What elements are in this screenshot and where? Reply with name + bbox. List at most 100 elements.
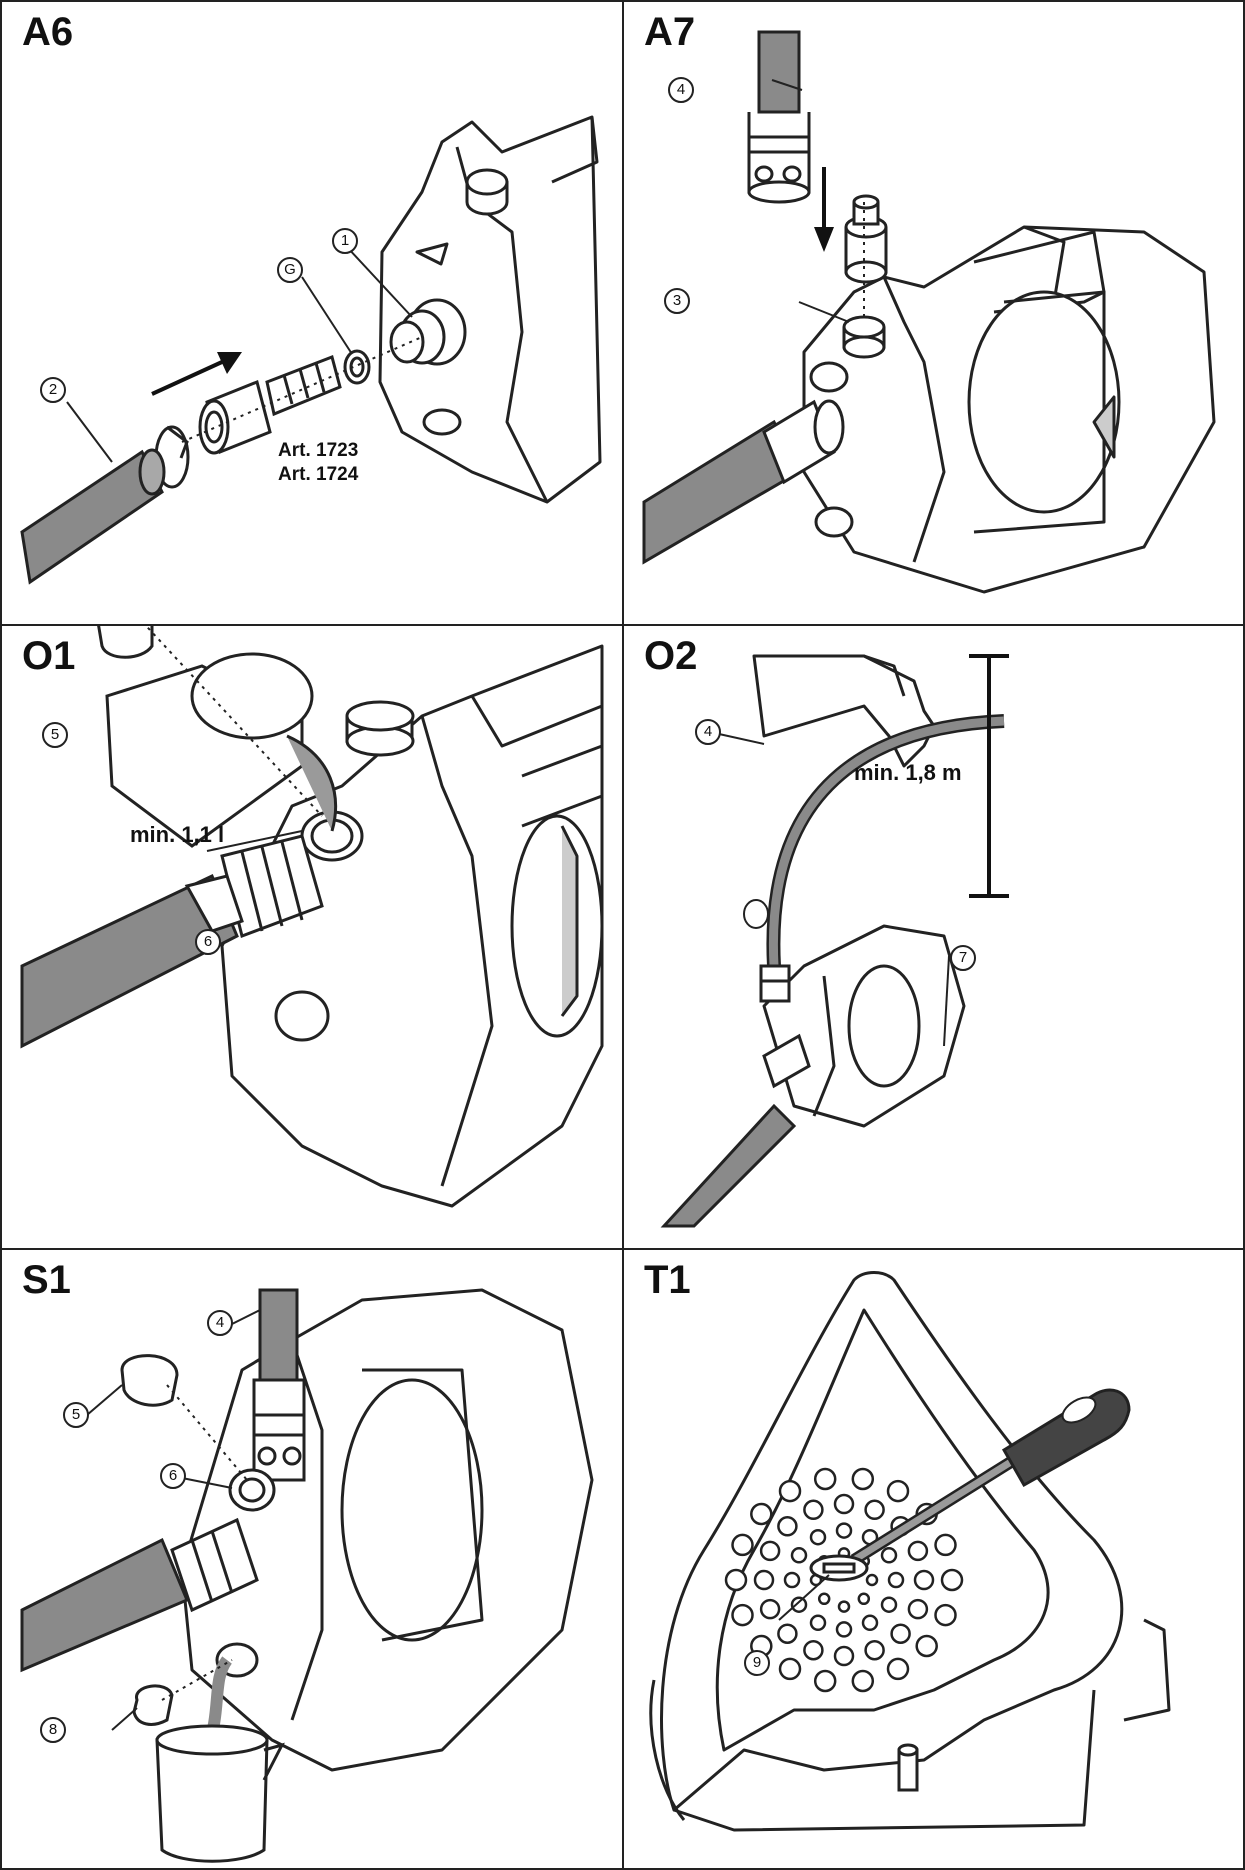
direction-arrow-icon: [151, 352, 242, 396]
vent-hole: [813, 1467, 837, 1491]
panel-title: O1: [22, 634, 76, 678]
hose-connector-icon: [844, 194, 888, 284]
inlet-coupling: [184, 834, 324, 938]
hose-end-coupling: [252, 1378, 306, 1482]
vent-hole: [864, 1499, 885, 1521]
garden-hose-icon: [768, 716, 1005, 967]
vent-hole: [731, 1603, 754, 1627]
vent-hole: [759, 1540, 781, 1562]
garden-hose-icon: [20, 448, 166, 585]
t1-illustration: [649, 1271, 1171, 1832]
o2-illustration: [660, 654, 1009, 1228]
panel-t1: T1 9: [622, 1248, 1245, 1870]
height-dimension-bar: [969, 654, 1009, 898]
vent-hole: [777, 1623, 798, 1644]
gasket: [343, 349, 371, 385]
garden-hose-icon: [20, 873, 239, 1049]
panel-title: A7: [644, 10, 696, 54]
vent-hole: [724, 1568, 748, 1592]
vent-hole: [886, 1479, 910, 1503]
vent-hole: [851, 1669, 875, 1693]
vent-holes: [724, 1467, 964, 1693]
callout-g: G: [277, 257, 303, 283]
vent-hole: [886, 1657, 910, 1681]
vent-hole: [731, 1533, 754, 1557]
callout-6: 6: [160, 1463, 186, 1489]
a6-illustration: [20, 115, 602, 585]
drain-plug: [897, 1743, 919, 1792]
vent-hole: [907, 1540, 929, 1562]
garden-hose-icon: [660, 1033, 811, 1228]
vent-hole: [837, 1600, 851, 1613]
pump-housing-icon: [802, 225, 1216, 594]
panel-title: T1: [644, 1258, 691, 1302]
vent-hole: [753, 1569, 775, 1591]
vent-hole: [833, 1493, 855, 1515]
arm-holding-hose: [752, 654, 936, 768]
hose-end-coupling: [747, 112, 811, 204]
hose-connector-icon: [265, 355, 342, 417]
inlet-port: [389, 298, 467, 366]
callout-9: 9: [744, 1650, 770, 1676]
min-height-label: min. 1,8 m: [854, 760, 962, 785]
callout-2: 2: [40, 377, 66, 403]
hose-end-coupling: [759, 964, 791, 1003]
vent-hole: [790, 1547, 808, 1564]
callout-6: 6: [195, 929, 221, 955]
vent-hole: [790, 1596, 808, 1613]
panel-s1: S1 4 5 6 8: [0, 1248, 624, 1870]
filler-plug-icon: [809, 361, 854, 538]
vent-hole: [817, 1592, 831, 1606]
filler-opening: [300, 810, 364, 862]
panel-title: O2: [644, 634, 698, 678]
article-number-1: Art. 1723: [278, 440, 359, 461]
callout-5: 5: [63, 1402, 89, 1428]
filler-plug-icon: [120, 1354, 179, 1726]
vent-hole: [783, 1571, 801, 1589]
o1-illustration: [20, 626, 604, 1208]
water-jug-icon: [155, 1724, 285, 1863]
vent-hole: [803, 1499, 824, 1521]
callout-5: 5: [42, 722, 68, 748]
a7-illustration: [642, 30, 1216, 594]
callout-4: 4: [207, 1310, 233, 1336]
pump-housing-icon: [762, 924, 966, 1128]
vent-hole: [809, 1528, 827, 1546]
vent-hole: [835, 1621, 853, 1638]
garden-hose-icon: [20, 1288, 299, 1673]
vent-hole: [778, 1657, 802, 1681]
panel-o1: O1 5 6 min. 1,1 l: [0, 624, 624, 1250]
filler-opening: [228, 1468, 276, 1512]
screwdriver-icon: [850, 1388, 1131, 1566]
panel-title: A6: [22, 10, 74, 54]
pump-housing-icon: [220, 644, 604, 1208]
pump-housing-icon: [180, 1288, 594, 1772]
outlet-port: [842, 315, 886, 359]
inlet-coupling: [170, 1517, 259, 1613]
filler-plug-icon: [97, 626, 154, 659]
vent-hole: [890, 1623, 911, 1644]
article-number-2: Art. 1724: [278, 464, 359, 485]
vent-hole: [887, 1571, 905, 1589]
callout-3: 3: [664, 288, 690, 314]
callout-4: 4: [695, 719, 721, 745]
vent-hole: [880, 1596, 898, 1613]
vent-hole: [750, 1502, 773, 1526]
callout-7: 7: [950, 945, 976, 971]
vent-hole: [778, 1479, 802, 1503]
vent-hole: [915, 1634, 938, 1658]
vent-hole: [813, 1669, 837, 1693]
water-jug-icon: [105, 652, 338, 848]
garden-hose-icon: [642, 30, 801, 565]
panel-o2: O2 4 7 min. 1,8 m: [622, 624, 1245, 1250]
vent-hole: [833, 1645, 855, 1667]
vent-hole: [803, 1639, 824, 1661]
panel-a7: A7 4 3: [622, 0, 1245, 626]
impeller-shaft: [809, 1554, 869, 1582]
vent-hole: [857, 1592, 871, 1606]
callout-4: 4: [668, 77, 694, 103]
vent-hole: [851, 1467, 875, 1491]
vent-hole: [934, 1533, 957, 1557]
callout-1: 1: [332, 228, 358, 254]
